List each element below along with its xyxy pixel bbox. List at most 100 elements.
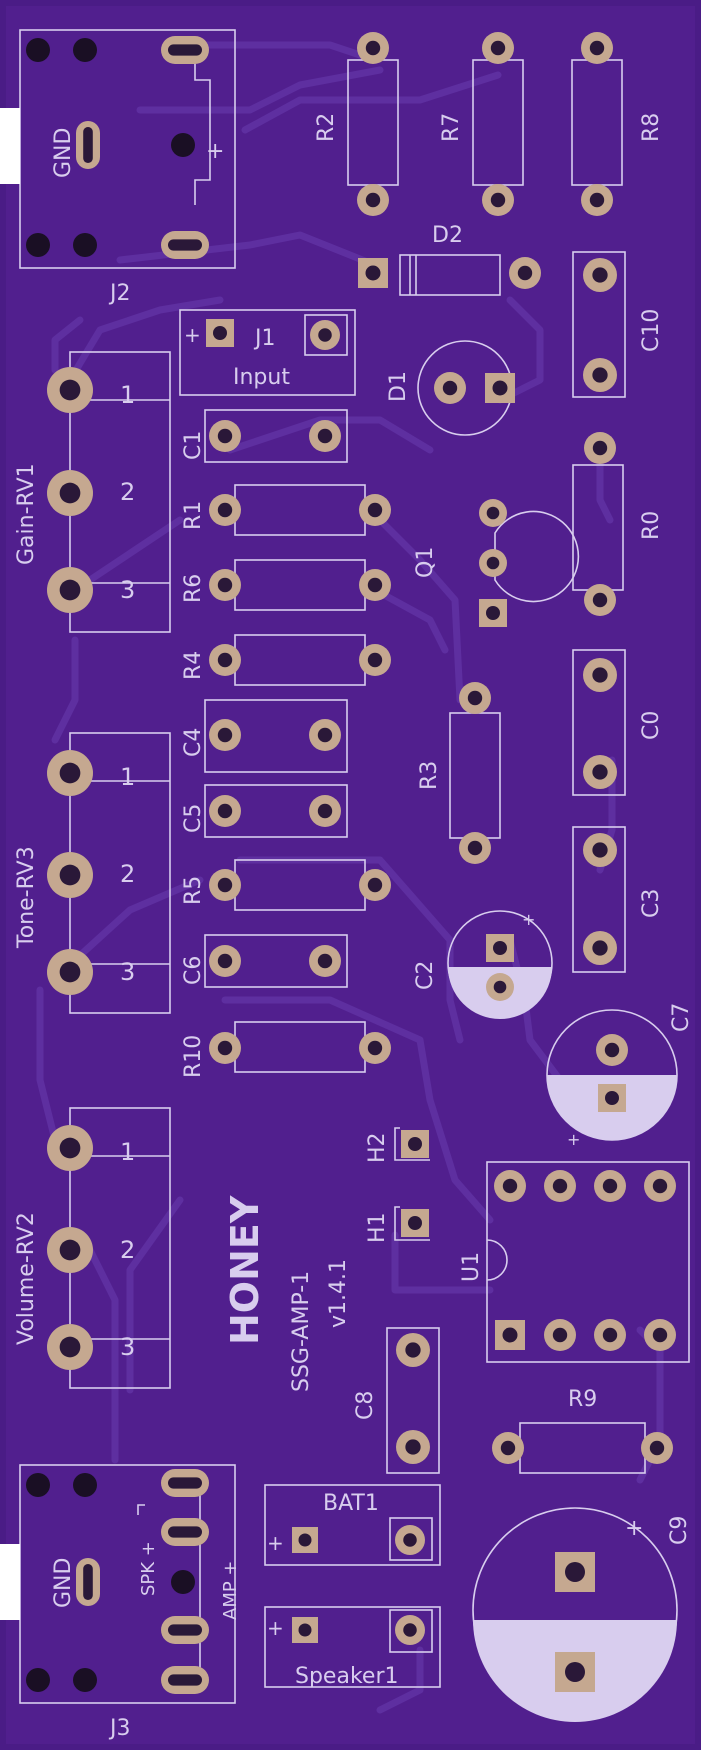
u1-pad xyxy=(644,1319,676,1351)
label-plus-c7: + xyxy=(567,1130,580,1149)
resistor-pad xyxy=(209,569,241,601)
u1-pad xyxy=(594,1319,626,1351)
label-pin3-tone: 3 xyxy=(120,958,135,986)
board-version: v1.4.1 xyxy=(326,1259,351,1328)
c9-pad xyxy=(555,1652,595,1692)
label-tone: Tone-RV3 xyxy=(14,846,39,949)
resistor-pad xyxy=(209,494,241,526)
label-R4: R4 xyxy=(181,651,206,680)
label-R5: R5 xyxy=(181,876,206,905)
mount-hole xyxy=(171,133,195,157)
resistor-pad xyxy=(209,1032,241,1064)
resistor-pad xyxy=(459,832,491,864)
j3-pad xyxy=(161,1469,209,1497)
mount-hole xyxy=(26,1668,50,1692)
label-volume: Volume-RV2 xyxy=(14,1212,39,1345)
pot-pad xyxy=(47,367,93,413)
resistor-pad xyxy=(584,432,616,464)
silkscreen-outlines xyxy=(19,29,690,1713)
label-H1: H1 xyxy=(365,1212,390,1243)
mount-hole xyxy=(73,1473,97,1497)
q1-pad xyxy=(479,499,507,527)
j3-pad xyxy=(161,1518,209,1546)
d1-pad xyxy=(485,373,515,403)
label-pin1-volume: 1 xyxy=(120,1138,135,1166)
speaker-pad xyxy=(395,1615,425,1645)
h1-pad xyxy=(401,1209,429,1237)
label-plus-bat: + xyxy=(267,1531,284,1555)
pot-pad xyxy=(47,949,93,995)
mount-hole xyxy=(26,1473,50,1497)
resistor-pad xyxy=(359,569,391,601)
resistor-pad xyxy=(359,869,391,901)
resistor-pad xyxy=(581,32,613,64)
label-pin3-volume: 3 xyxy=(120,1333,135,1361)
label-J3: J3 xyxy=(108,1716,131,1741)
pot-pad xyxy=(47,852,93,898)
mount-hole xyxy=(73,1668,97,1692)
label-C8: C8 xyxy=(353,1391,378,1420)
cap-pad xyxy=(583,258,617,292)
speaker-pad xyxy=(292,1617,318,1643)
label-C3: C3 xyxy=(639,889,664,918)
pot-pad xyxy=(47,567,93,613)
h2-pad xyxy=(401,1130,429,1158)
mount-hole xyxy=(26,38,50,62)
c2-pad xyxy=(486,934,514,962)
label-speaker: Speaker1 xyxy=(295,1664,398,1689)
label-C4: C4 xyxy=(181,728,206,757)
bat-pad xyxy=(292,1527,318,1553)
label-plus-j1: + xyxy=(184,323,201,347)
resistor-pad xyxy=(357,32,389,64)
label-R7: R7 xyxy=(439,113,464,142)
cap-pad xyxy=(396,1430,430,1464)
label-C0: C0 xyxy=(639,711,664,740)
label-R0: R0 xyxy=(639,511,664,540)
label-D2: D2 xyxy=(432,223,463,248)
cap-pad xyxy=(583,755,617,789)
u1-pad xyxy=(544,1319,576,1351)
resistor-pad xyxy=(584,584,616,616)
label-amp: AMP + xyxy=(220,1560,241,1620)
label-pin1-tone: 1 xyxy=(120,763,135,791)
label-R2: R2 xyxy=(314,113,339,142)
cap-pad xyxy=(309,945,341,977)
board-edge-notch-top xyxy=(0,108,20,184)
pot-pad xyxy=(47,1324,93,1370)
label-pin2-gain: 2 xyxy=(120,478,135,506)
label-C5: C5 xyxy=(181,804,206,833)
label-BAT1: BAT1 xyxy=(323,1491,379,1516)
j3-pad xyxy=(76,1558,100,1606)
cap-pad xyxy=(309,420,341,452)
mount-hole xyxy=(171,1570,195,1594)
cap-pad xyxy=(583,358,617,392)
c2-pad xyxy=(486,973,514,1001)
label-R1: R1 xyxy=(181,501,206,530)
label-R10: R10 xyxy=(181,1035,206,1078)
resistor-pad xyxy=(209,644,241,676)
label-J1: J1 xyxy=(253,326,276,351)
cap-pad xyxy=(583,931,617,965)
label-C1: C1 xyxy=(181,431,206,460)
label-Q1: Q1 xyxy=(413,547,438,578)
board-edge-notch-bottom xyxy=(0,1544,20,1620)
resistor-pad xyxy=(482,32,514,64)
cap-pad xyxy=(583,833,617,867)
pot-pad xyxy=(47,750,93,796)
q1-pad xyxy=(479,599,507,627)
bat-pad xyxy=(395,1525,425,1555)
pads xyxy=(26,32,676,1694)
label-gnd-top: GND xyxy=(51,128,76,178)
j3-pad xyxy=(161,1616,209,1644)
q1-pad xyxy=(479,549,507,577)
pot-pad xyxy=(47,470,93,516)
cap-pad xyxy=(209,795,241,827)
traces xyxy=(36,41,664,1714)
label-H2: H2 xyxy=(365,1132,390,1163)
label-gain: Gain-RV1 xyxy=(14,463,39,565)
pot-pad xyxy=(47,1125,93,1171)
c7-pad xyxy=(598,1084,626,1112)
label-plus-c2: + xyxy=(522,910,535,929)
label-pin2-volume: 2 xyxy=(120,1236,135,1264)
